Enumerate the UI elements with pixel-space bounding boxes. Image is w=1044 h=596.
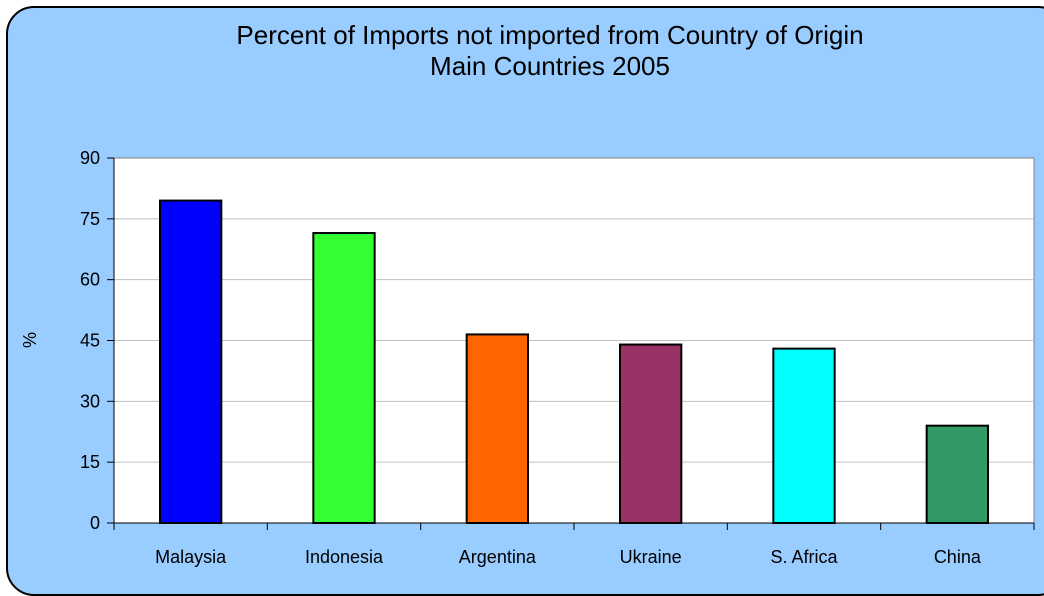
chart-title-line: Percent of Imports not imported from Cou… [236, 20, 864, 50]
y-tick-label: 75 [80, 209, 100, 229]
y-axis-label: % [20, 332, 40, 348]
bar-s-africa [772, 347, 836, 524]
chart-subtitle-line: Main Countries 2005 [430, 51, 670, 81]
y-tick-label: 60 [80, 270, 100, 290]
chart-title: Percent of Imports not imported from Cou… [0, 20, 1044, 82]
y-tick-label: 15 [80, 452, 100, 472]
y-tick-label: 90 [80, 148, 100, 168]
bar-argentina [465, 333, 529, 524]
y-tick-label: 30 [80, 391, 100, 411]
bar-chart: 0 15 30 45 60 75 90 Malaysia Indonesia Argentina… [20, 148, 1035, 567]
y-tick-label: 45 [80, 331, 100, 351]
y-tick-label: 0 [90, 513, 100, 533]
x-tick-label: Malaysia [155, 547, 227, 567]
bar-china [925, 424, 990, 524]
bar-malaysia [159, 199, 223, 524]
gridlines [114, 218, 1034, 463]
y-tick-labels: 0 15 30 45 60 75 90 [80, 148, 114, 533]
bar-indonesia [312, 232, 376, 524]
x-tick-label: S. Africa [770, 547, 838, 567]
bars [159, 199, 990, 524]
x-tick-label: China [934, 547, 982, 567]
x-tick-label: Indonesia [305, 547, 384, 567]
bar-ukraine [619, 343, 683, 524]
x-tick-label: Argentina [459, 547, 537, 567]
x-tick-label: Ukraine [620, 547, 682, 567]
x-tick-labels: Malaysia Indonesia Argentina Ukraine S. Afri… [113, 523, 1035, 567]
